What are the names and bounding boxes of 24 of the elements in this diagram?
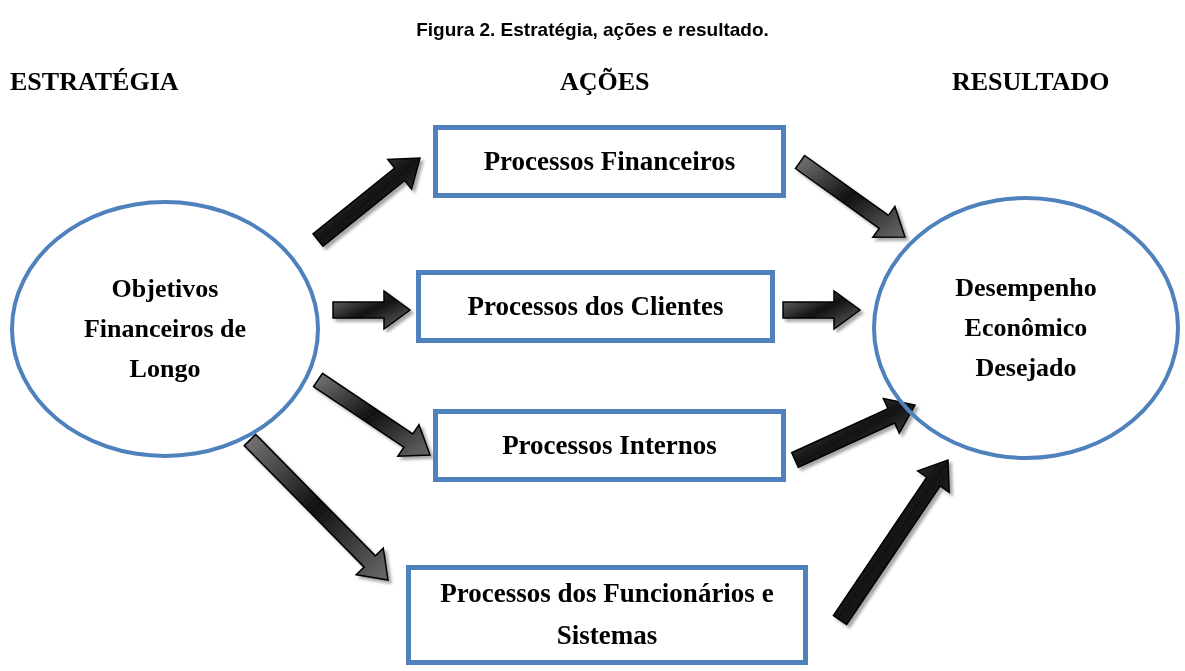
block-arrow — [312, 372, 432, 458]
column-heading: AÇÕES — [560, 66, 650, 98]
block-arrow — [311, 157, 421, 248]
block-arrow — [332, 289, 412, 331]
node-label: Objetivos Financeiros de Longo — [83, 272, 247, 386]
node-label: Desempenho Econômico Desejado — [954, 271, 1098, 385]
ellipse-node — [10, 200, 320, 458]
column-heading: ESTRATÉGIA — [10, 66, 179, 98]
block-arrow — [794, 154, 907, 239]
process-box — [416, 270, 775, 343]
column-heading: RESULTADO — [952, 66, 1110, 98]
node-label: Processos Internos — [502, 428, 717, 462]
process-box — [433, 125, 786, 198]
process-box — [433, 409, 786, 482]
figure-title: Figura 2. Estratégia, ações e resultado. — [415, 18, 770, 42]
block-arrow — [243, 433, 389, 581]
node-label: Processos Financeiros — [483, 144, 736, 178]
block-arrow — [782, 289, 862, 331]
node-label: Processos dos Clientes — [467, 289, 724, 323]
block-arrow — [832, 458, 950, 626]
ellipse-node — [872, 196, 1180, 460]
block-arrow — [790, 397, 917, 469]
process-box — [406, 565, 808, 665]
node-label: Processos dos Funcionários e Sistemas — [439, 577, 775, 652]
